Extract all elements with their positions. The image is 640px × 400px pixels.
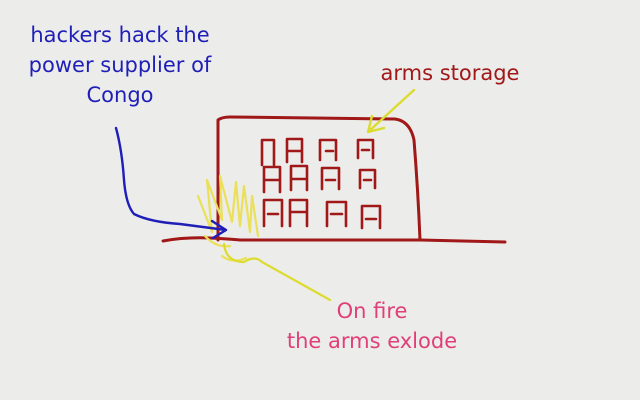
hackers-line-2: power supplier of [28, 53, 212, 77]
crate [360, 204, 382, 230]
crate [262, 165, 282, 194]
crate [288, 198, 309, 228]
storage-arrow [366, 88, 416, 134]
fire-flames [196, 174, 260, 238]
arms-storage-annotation: arms storage [380, 61, 520, 85]
crate [260, 138, 276, 167]
crate [289, 164, 309, 192]
hackers-line-3: Congo [86, 83, 154, 107]
on-fire-line-1: On fire [336, 299, 408, 323]
hackers-arrow [114, 126, 228, 240]
arms-storage-building [216, 115, 422, 242]
hackers-annotation: hackers hack the power supplier of Congo [8, 20, 232, 110]
arms-crates [260, 137, 382, 230]
on-fire-annotation: On fire the arms exlode [262, 296, 482, 356]
hackers-line-1: hackers hack the [30, 23, 210, 47]
crate [285, 137, 304, 164]
crate [318, 138, 338, 162]
on-fire-line-2: the arms exlode [286, 329, 458, 353]
crate [356, 138, 375, 160]
crate [320, 166, 341, 191]
crate [325, 200, 348, 228]
crate [358, 168, 377, 190]
crate [262, 198, 284, 228]
fire-arrow [222, 242, 332, 302]
